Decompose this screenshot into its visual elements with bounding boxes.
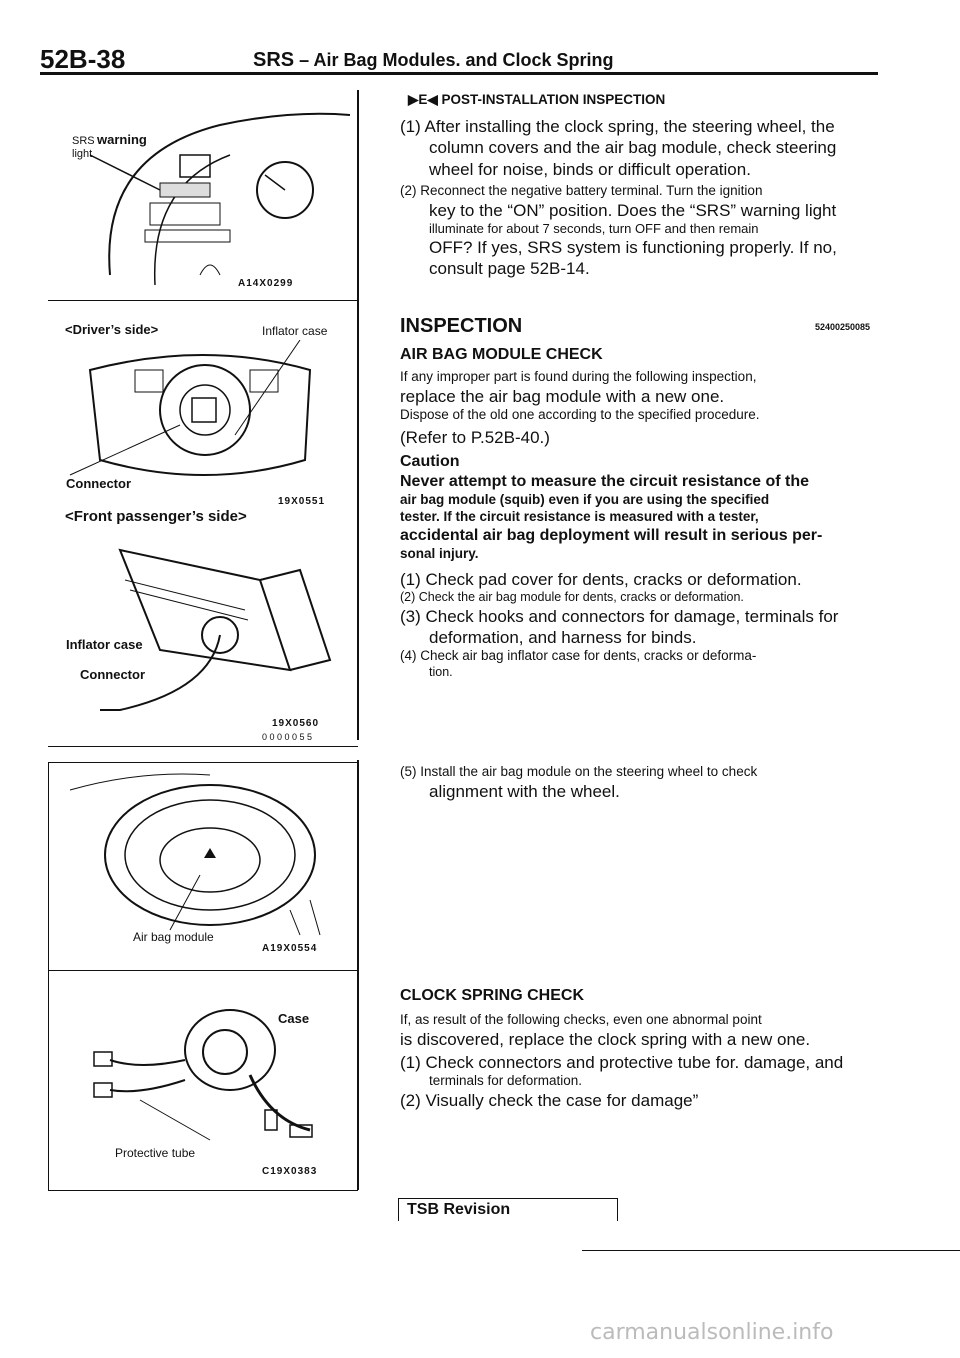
step-text: column covers and the air bag module, ch…	[429, 138, 837, 158]
paragraph: Dispose of the old one according to the …	[400, 407, 760, 423]
label-protective-tube: Protective tube	[115, 1146, 196, 1160]
check-step: deformation, and harness for binds.	[429, 628, 697, 647]
label-srs: SRS	[72, 135, 95, 147]
post-installation-body: (1) After installing the clock spring, t…	[400, 116, 870, 280]
air-bag-module-check-heading: AIR BAG MODULE CHECK	[400, 346, 603, 363]
steering-wheel-drawing	[69, 773, 321, 936]
figure-clock-spring	[80, 1000, 350, 1150]
figure-code: 19X0551	[278, 496, 326, 507]
paragraph: If any improper part is found during the…	[400, 369, 757, 384]
page-title: SRS – Air Bag Modules. and Clock Spring	[253, 49, 614, 72]
step-text: (2) Reconnect the negative battery termi…	[400, 182, 763, 198]
check-step: alignment with the wheel.	[429, 781, 620, 801]
figure-code: 19X0560	[272, 718, 320, 729]
figure-code: A14X0299	[238, 278, 294, 289]
title-rest: – Air Bag Modules. and Clock Spring	[299, 50, 614, 70]
step-text: key to the “ON” position. Does the “SRS”…	[429, 200, 837, 220]
tsb-revision-box: TSB Revision	[398, 1198, 618, 1221]
figure-separator	[48, 970, 358, 971]
figure-separator	[48, 746, 358, 747]
step-text: OFF? If yes, SRS system is functioning p…	[429, 238, 837, 258]
footer-rule	[582, 1250, 960, 1251]
check-step: (2) Check the air bag module for dents, …	[400, 590, 744, 605]
caution-text: accidental air bag deployment will resul…	[400, 527, 823, 544]
figure-column-border	[357, 90, 359, 740]
label-connector-2: Connector	[80, 667, 145, 682]
figure-instrument-cluster	[60, 95, 351, 295]
driver-airbag-drawing	[69, 339, 312, 476]
figure-steering-wheel	[60, 770, 350, 940]
label-inflator-case: Inflator case	[262, 324, 328, 338]
paragraph: is discovered, replace the clock spring …	[400, 1029, 811, 1049]
caution-text: sonal injury.	[400, 546, 479, 561]
step-text: illuminate for about 7 seconds, turn OFF…	[429, 220, 759, 236]
figure-code-secondary: 0 0 0 0 0 5 5	[262, 732, 313, 742]
step-text: (1) After installing the clock spring, t…	[400, 117, 835, 136]
label-case: Case	[278, 1011, 310, 1026]
check-step: (3) Check hooks and connectors for damag…	[400, 606, 839, 626]
clock-spring-drawing	[93, 1009, 313, 1141]
figure-driver-airbag	[60, 339, 350, 490]
figure-code: C19X0383	[262, 1166, 318, 1177]
paragraph: replace the air bag module with a new on…	[400, 386, 725, 406]
caution-text: Never attempt to measure the circuit res…	[400, 473, 810, 491]
page-code: 52B-38	[40, 44, 126, 74]
figure-code: A19X0554	[262, 943, 318, 954]
label-driver-side: <Driver’s side>	[65, 322, 159, 337]
header-rule	[40, 72, 878, 75]
caution-text: tester. If the circuit resistance is mea…	[400, 509, 759, 525]
figure-column-left-border	[48, 762, 49, 1190]
install-step-section: (5) Install the air bag module on the st…	[400, 764, 870, 802]
inspection-title: INSPECTION	[400, 315, 523, 337]
paragraph: If, as result of the following checks, e…	[400, 1012, 762, 1027]
label-front-passenger-side: <Front passenger’s side>	[65, 508, 247, 525]
step-text: consult page 52B-14.	[429, 259, 590, 279]
inspection-section: INSPECTION 52400250085 AIR BAG MODULE CH…	[400, 314, 870, 681]
label-connector: Connector	[66, 476, 131, 491]
figure-column-border-lower	[357, 760, 359, 1190]
check-step: (4) Check air bag inflator case for dent…	[400, 648, 757, 664]
label-warning: warning	[97, 132, 147, 147]
label-inflator-case-2: Inflator case	[66, 637, 143, 652]
arrow-right-icon: ▶E◀	[408, 92, 438, 107]
inspection-code: 52400250085	[814, 322, 870, 332]
clock-spring-section: CLOCK SPRING CHECK If, as result of the …	[400, 986, 870, 1112]
watermark-text: carmanualsonline.info	[590, 1320, 834, 1345]
figure-passenger-airbag	[60, 530, 350, 730]
post-installation-heading: ▶E◀ POST-INSTALLATION INSPECTION	[408, 92, 666, 107]
figure-separator	[48, 300, 358, 301]
paragraph: (Refer to P.52B-40.)	[400, 428, 550, 447]
figure-separator	[48, 1190, 358, 1191]
check-step: (1) Check pad cover for dents, cracks or…	[400, 569, 802, 589]
instrument-cluster-drawing	[89, 112, 351, 286]
clock-spring-heading: CLOCK SPRING CHECK	[400, 987, 585, 1004]
check-step: terminals for deformation.	[429, 1073, 583, 1089]
caution-heading: Caution	[400, 453, 460, 471]
figure-separator	[48, 762, 358, 763]
caution-text: air bag module (squib) even if you are u…	[400, 492, 770, 508]
check-step: (2) Visually check the case for damage”	[400, 1091, 699, 1111]
title-prefix: SRS	[253, 49, 295, 71]
label-air-bag-module: Air bag module	[133, 930, 214, 944]
check-step: (5) Install the air bag module on the st…	[400, 764, 758, 779]
check-step: (1) Check connectors and protective tube…	[400, 1053, 844, 1073]
post-installation-section: ▶E◀ POST-INSTALLATION INSPECTION	[400, 92, 870, 109]
check-step: tion.	[429, 665, 453, 680]
label-light: light	[72, 148, 93, 160]
passenger-airbag-drawing	[100, 548, 332, 711]
step-text: wheel for noise, binds or difficult oper…	[429, 159, 751, 179]
